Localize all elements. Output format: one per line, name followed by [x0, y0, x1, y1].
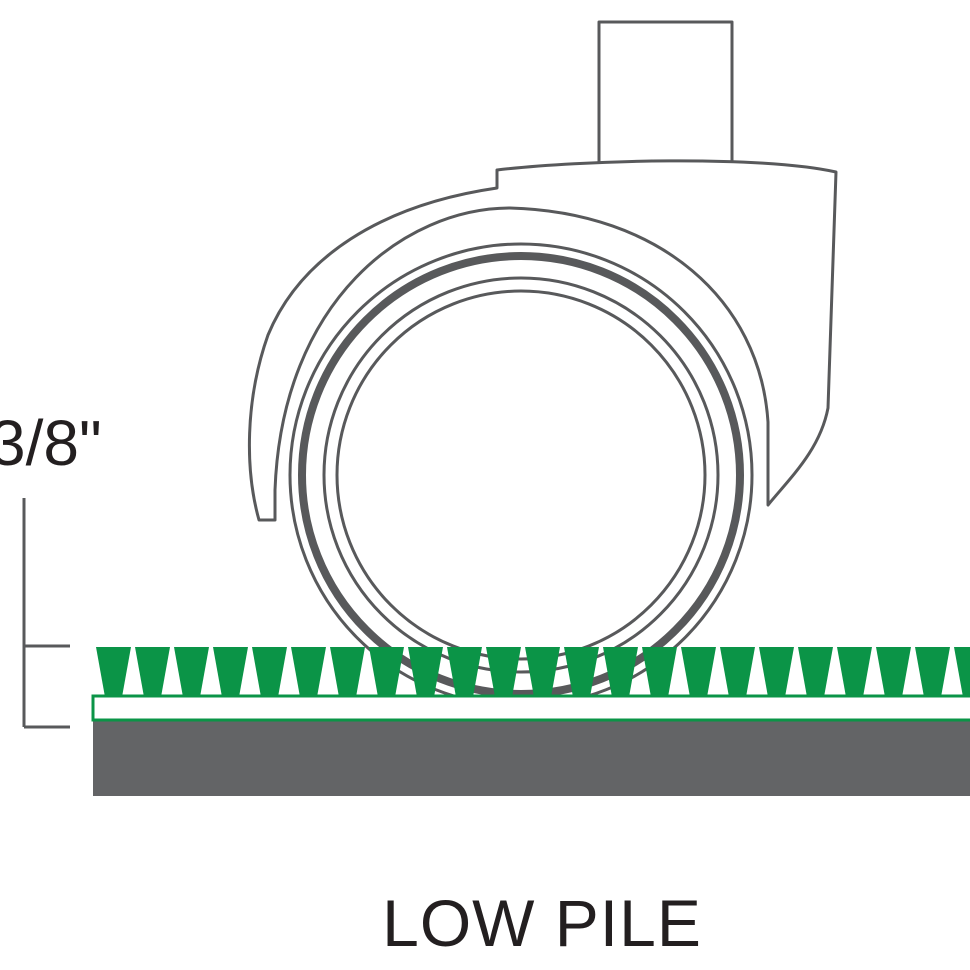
pile-tuft: [564, 647, 599, 697]
dimension-label: 3/8": [0, 407, 102, 479]
pile-tuft: [369, 647, 404, 697]
pile-tuft: [447, 647, 482, 697]
caster-stem: [597, 20, 734, 174]
pile-tuft: [876, 647, 911, 697]
pile-tuft: [798, 647, 833, 697]
caster-hood: [247, 159, 838, 522]
caption-label: LOW PILE: [382, 886, 702, 960]
pile-tuft: [213, 647, 248, 697]
carpet-backing: [91, 694, 970, 722]
pile-tuft: [252, 647, 287, 697]
pile-tuft: [915, 647, 950, 697]
pile-tuft: [720, 647, 755, 697]
pile-tuft: [837, 647, 872, 697]
pile-tuft: [408, 647, 443, 697]
pile-tuft: [330, 647, 365, 697]
pile-tuft: [486, 647, 521, 697]
pile-tuft: [291, 647, 326, 697]
pile-tuft: [759, 647, 794, 697]
pile-tuft: [135, 647, 170, 697]
dimension-bracket: [22, 498, 70, 729]
pile-tuft: [174, 647, 209, 697]
pile-tuft: [642, 647, 677, 697]
caster-hub-inner: [335, 289, 707, 661]
pile-tuft: [525, 647, 560, 697]
pile-tuft: [96, 647, 131, 697]
pile-tuft: [954, 647, 970, 697]
carpet-pile: [96, 647, 970, 697]
carpet-base: [93, 720, 970, 796]
pile-tuft: [603, 647, 638, 697]
caster-wheel-icon: [247, 20, 838, 708]
pile-tuft: [681, 647, 716, 697]
